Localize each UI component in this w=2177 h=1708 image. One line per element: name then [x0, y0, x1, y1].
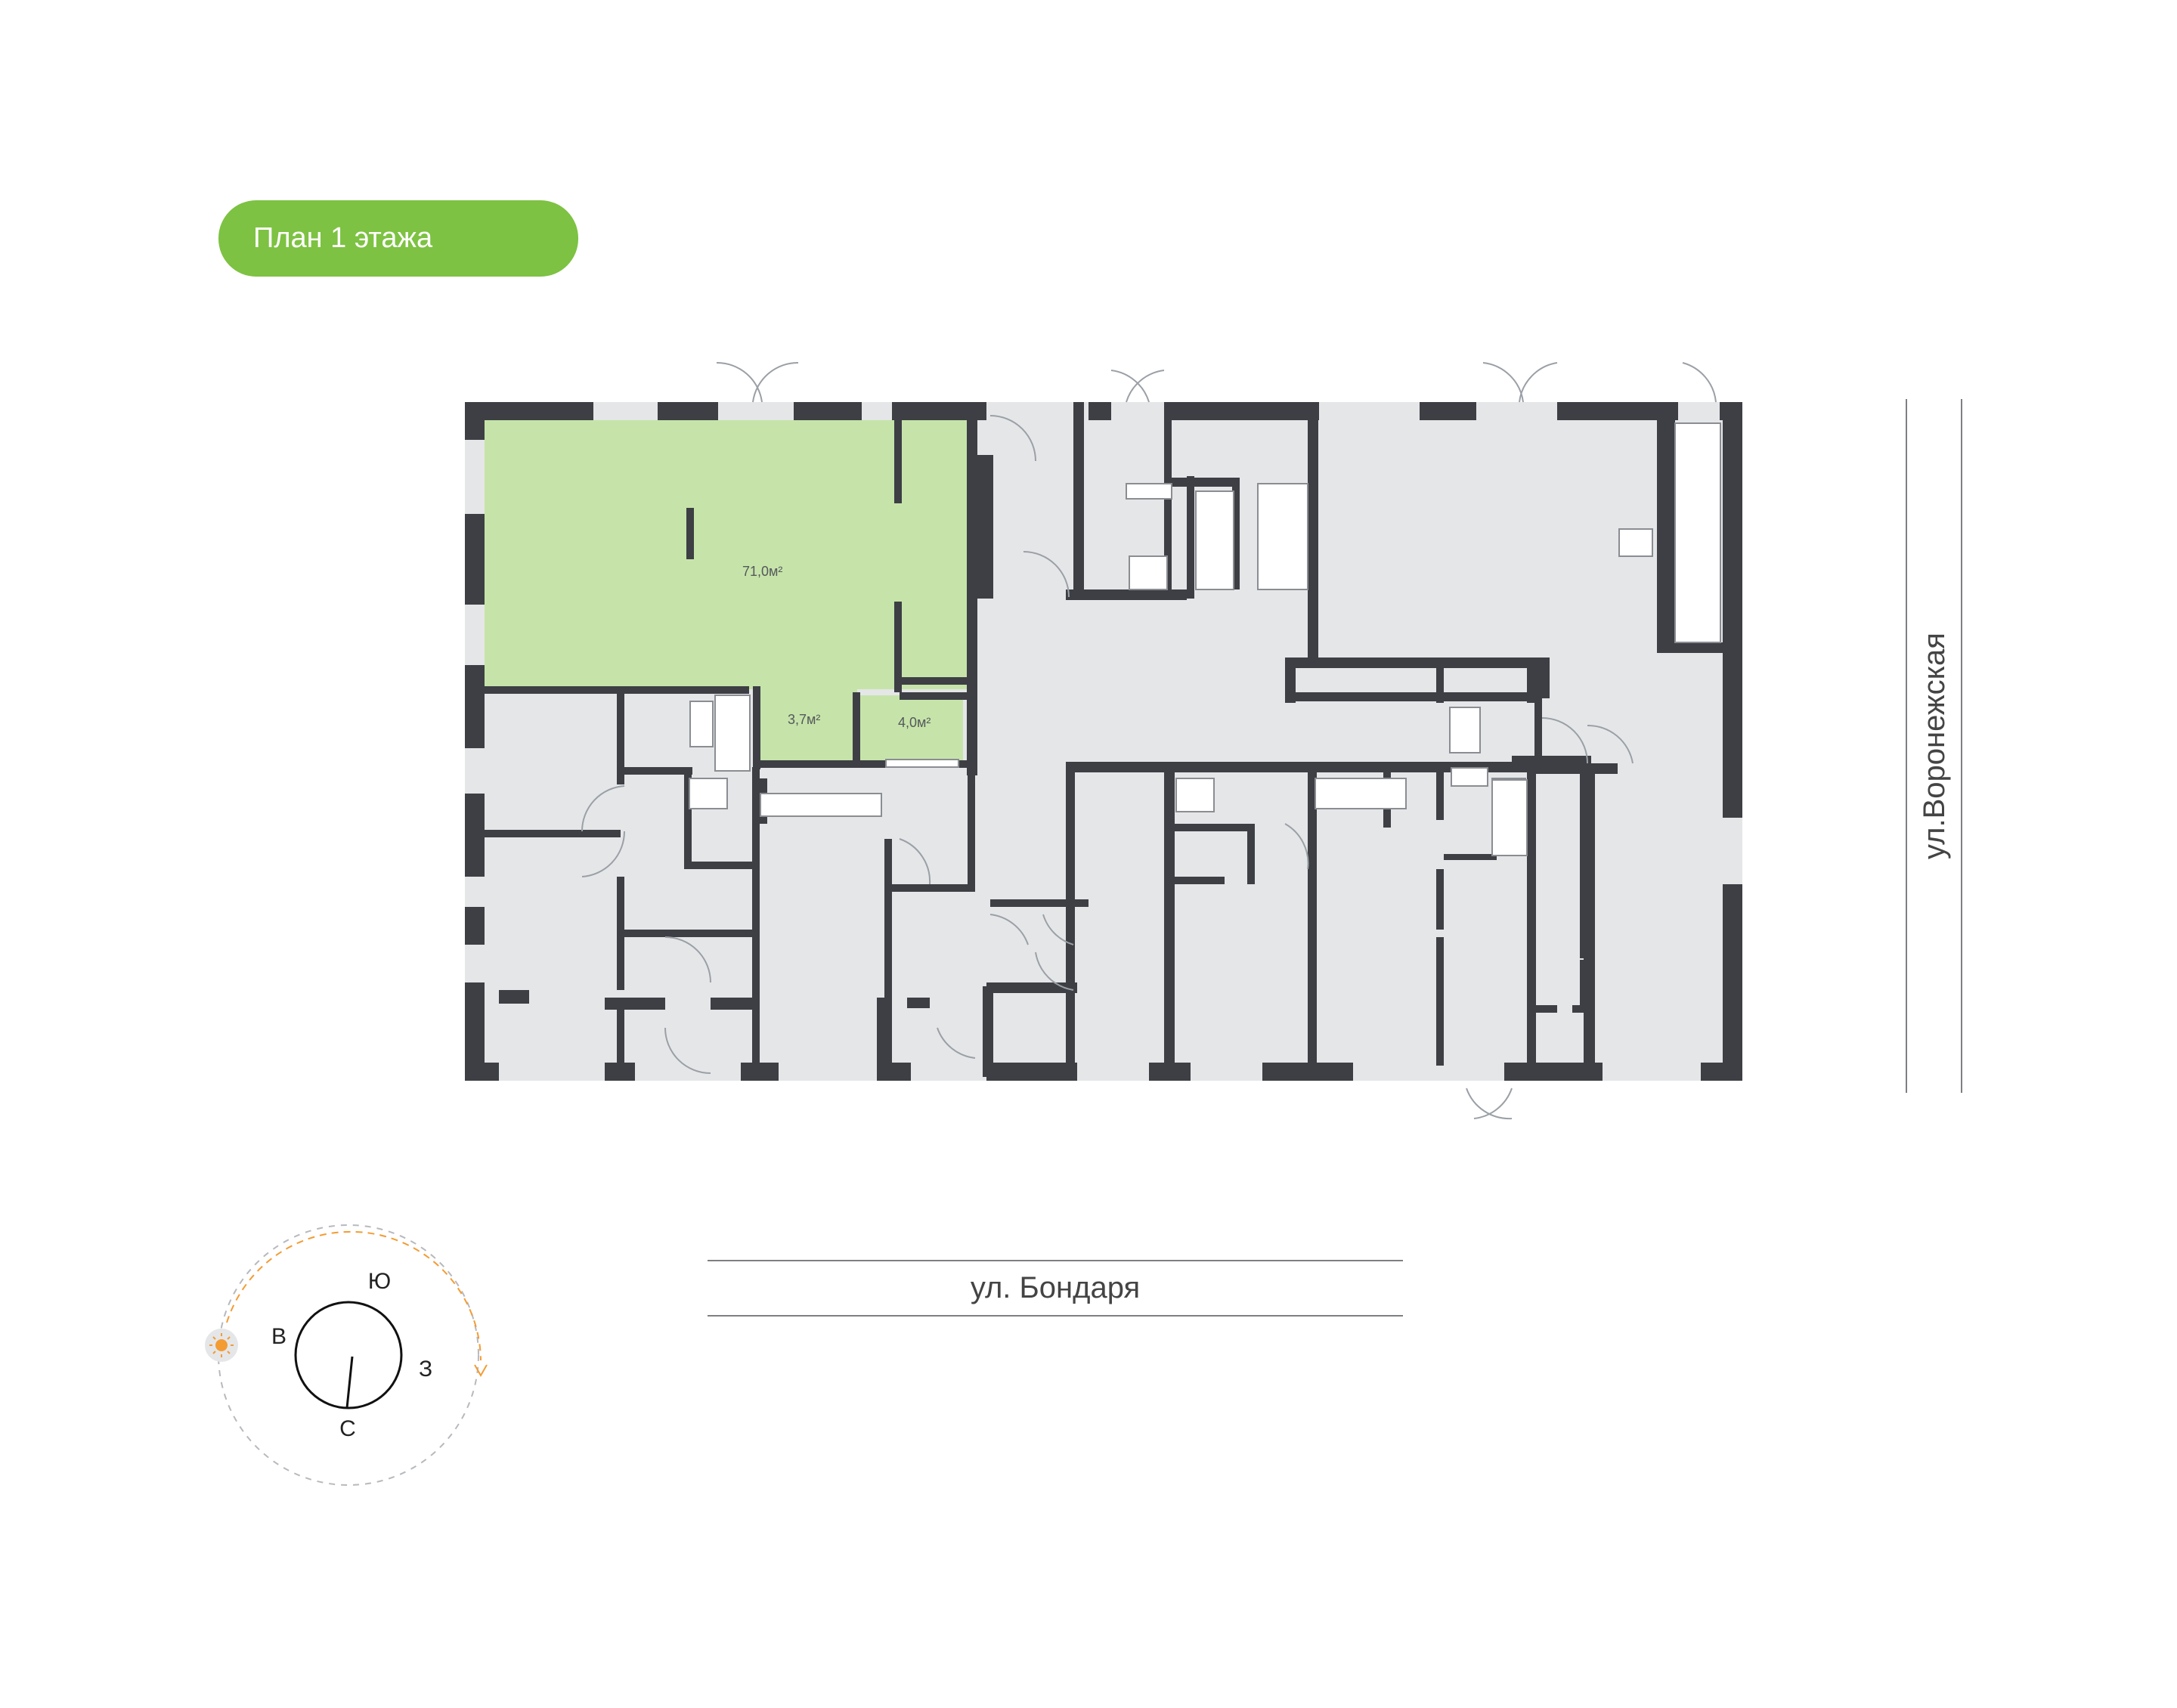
compass: Ю В З С — [205, 1224, 488, 1486]
fixtures — [689, 422, 1721, 856]
outer-walls — [465, 402, 1742, 1081]
doors — [581, 361, 1717, 1120]
street-label-right: ул.Воронежская — [1918, 633, 1951, 859]
plan-title-badge: План 1 этажа — [218, 200, 578, 277]
street-right: ул.Воронежская — [1906, 399, 1962, 1093]
street-label-bottom: ул. Бондаря — [971, 1271, 1140, 1304]
plan-title: План 1 этажа — [253, 222, 433, 254]
area-label-corridor: 3,7м² — [788, 712, 820, 727]
street-bottom: ул. Бондаря — [708, 1260, 1403, 1317]
selected-main-room[interactable] — [485, 420, 968, 689]
area-label-bathroom: 4,0м² — [898, 715, 931, 730]
interior-walls — [485, 402, 1723, 1077]
selected-unit[interactable] — [485, 420, 968, 765]
selected-bathroom[interactable] — [857, 695, 963, 763]
compass-east: В — [271, 1324, 286, 1349]
compass-north: С — [339, 1416, 356, 1441]
compass-west: З — [419, 1357, 432, 1382]
selected-corridor[interactable] — [759, 689, 857, 765]
compass-arrow-icon — [474, 1364, 488, 1378]
area-label-main-room: 71,0м² — [742, 564, 782, 579]
compass-south: Ю — [368, 1269, 391, 1294]
sun-icon — [205, 1329, 238, 1362]
